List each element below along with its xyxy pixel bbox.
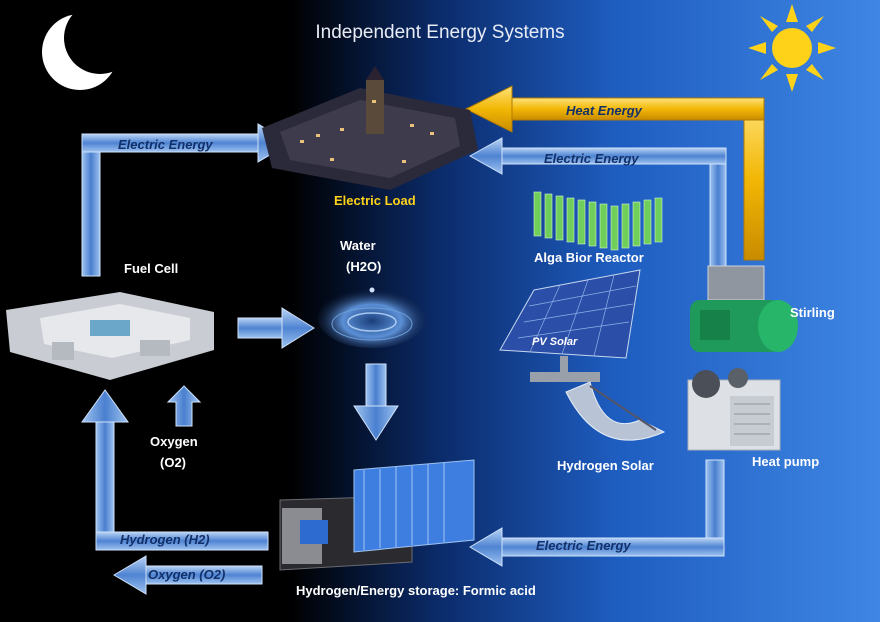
moon-icon [42, 2, 136, 90]
heat-pump-illustration [687, 368, 781, 451]
fuelcell-to-water-arrow [237, 307, 315, 349]
hydrogen-solar-label: Hydrogen Solar [557, 458, 654, 473]
storage-illustration [279, 459, 475, 571]
hydrogen-label: Hydrogen (H2) [120, 532, 210, 547]
electric-energy-label-right: Electric Energy [544, 151, 639, 166]
heat-pump-label: Heat pump [752, 454, 820, 469]
electric-energy-label-left: Electric Energy [118, 137, 213, 152]
heat-energy-label: Heat Energy [566, 103, 642, 118]
water-label: Water [340, 238, 376, 253]
fuel-cell-label: Fuel Cell [124, 261, 179, 276]
oxygen-out-label: Oxygen (O2) [148, 567, 226, 582]
alga-reactor-label: Alga Bior Reactor [534, 250, 644, 265]
pv-solar-label: PV Solar [532, 336, 578, 348]
heat-energy-arrow [464, 85, 765, 261]
water-down-arrow [353, 363, 399, 441]
alga-reactor-illustration [533, 191, 663, 251]
storage-label: Hydrogen/Energy storage: Formic acid [296, 583, 536, 598]
page-title: Independent Energy Systems [315, 22, 565, 43]
oxygen-formula-label: (O2) [160, 455, 186, 470]
stirling-illustration [690, 265, 798, 352]
electric-energy-arrow-bottom [469, 459, 725, 567]
water-formula-label: (H2O) [346, 259, 382, 274]
water-drop-illustration [318, 287, 426, 348]
hydrogen-solar-illustration [565, 381, 666, 441]
electric-energy-arrow-left [81, 123, 291, 277]
electric-energy-arrow-right [468, 137, 727, 267]
hydrogen-arrow [81, 389, 269, 551]
oxygen-up-arrow [166, 385, 202, 427]
oxygen-out-arrow [113, 555, 263, 595]
fuel-cell-illustration [6, 292, 214, 380]
oxygen-label: Oxygen [150, 434, 198, 449]
stirling-label: Stirling [790, 305, 835, 320]
city-illustration [262, 66, 478, 190]
sun-icon [748, 4, 836, 92]
electric-load-label: Electric Load [334, 193, 416, 208]
electric-energy-label-bottom: Electric Energy [536, 538, 631, 553]
pv-panel-illustration [499, 269, 641, 382]
